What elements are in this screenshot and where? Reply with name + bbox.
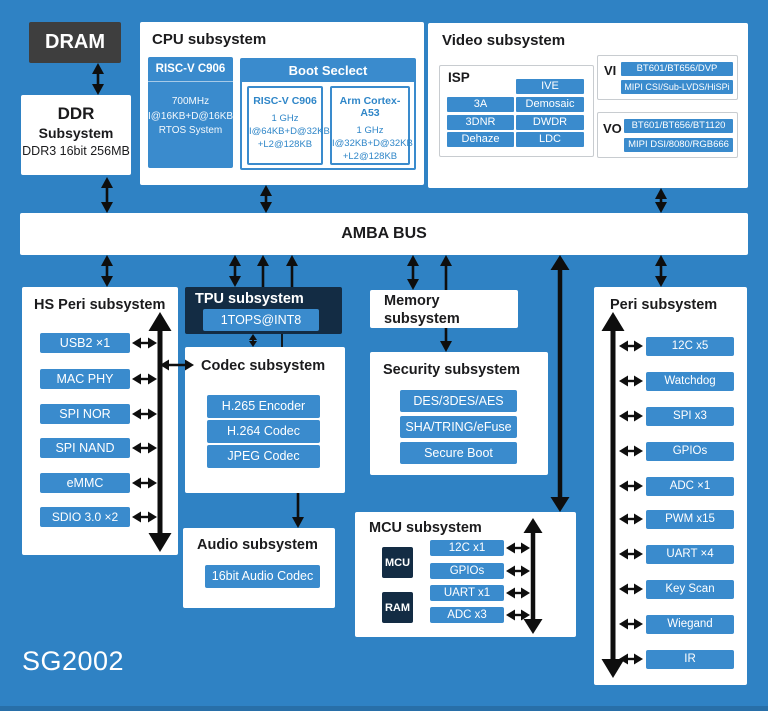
video-title: Video subsystem xyxy=(442,32,566,49)
peri-item: Wiegand xyxy=(646,615,734,634)
tpu-subsystem: TPU subsystem 1TOPS@INT8 xyxy=(185,287,342,334)
ddr-subsystem: DDR Subsystem DDR3 16bit 256MB xyxy=(21,95,131,175)
peri-item: PWM x15 xyxy=(646,510,734,529)
cpu-riscv-line: 700MHz xyxy=(171,96,210,107)
vo-label: VO xyxy=(603,121,622,136)
mcu-core-label: MCU xyxy=(384,556,411,569)
video-subsystem: Video subsystem ISP IVE 3A Demosaic 3DNR… xyxy=(428,23,748,188)
security-title: Security subsystem xyxy=(383,362,521,378)
isp-block: ISP IVE 3A Demosaic 3DNR DWDR Dehaze LDC xyxy=(439,65,594,157)
mcu-ram-label: RAM xyxy=(384,601,411,614)
boot-select-block: Boot Seclect RISC-V C906 1 GHz I@64KB+D@… xyxy=(240,58,416,170)
codec-title: Codec subsystem xyxy=(201,358,326,374)
codec-subsystem: Codec subsystem H.265 Encoder H.264 Code… xyxy=(185,347,345,493)
isp-cell: 3A xyxy=(447,97,514,112)
amba-bus-label: AMBA BUS xyxy=(341,225,427,242)
mcu-item: 12C x1 xyxy=(430,540,504,556)
codec-item: H.265 Encoder xyxy=(207,395,320,418)
peri-item: GPIOs xyxy=(646,442,734,461)
hs-peri-item: SPI NAND xyxy=(40,438,130,458)
isp-cell: LDC xyxy=(516,132,584,147)
isp-cell: IVE xyxy=(516,79,584,94)
security-item: SHA/TRING/eFuse xyxy=(400,416,517,438)
peri-item: UART ×4 xyxy=(646,545,734,564)
memory-subsystem: Memory subsystem xyxy=(370,290,518,328)
mcu-ram-block: RAM xyxy=(382,592,413,623)
ddr-subtitle: Subsystem xyxy=(38,125,114,141)
cpu-riscv-line: RTOS System xyxy=(158,125,223,136)
peri-item: SPI x3 xyxy=(646,407,734,426)
memory-title: Memory subsystem xyxy=(384,293,460,327)
cpu-riscv-line: I@16KB+D@16KB xyxy=(148,110,234,122)
security-item: DES/3DES/AES xyxy=(400,390,517,412)
mcu-core-block: MCU xyxy=(382,547,413,578)
ddr-spec: DDR3 16bit 256MB xyxy=(22,144,130,158)
security-item: Secure Boot xyxy=(400,442,517,464)
peri-subsystem: Peri subsystem 12C x5 Watchdog SPI x3 GP… xyxy=(594,287,747,685)
mcu-item: GPIOs xyxy=(430,563,504,579)
hs-peri-item: SPI NOR xyxy=(40,404,130,424)
vi-block: VI BT601/BT656/DVP MIPI CSI/Sub-LVDS/HiS… xyxy=(597,55,738,100)
dram-block: DRAM xyxy=(29,22,121,63)
vo-block: VO BT601/BT656/BT1120 MIPI DSI/8080/RGB6… xyxy=(597,112,738,158)
isp-label: ISP xyxy=(448,70,470,85)
peri-item: IR xyxy=(646,650,734,669)
bottom-edge-shade xyxy=(0,706,768,711)
hs-peri-subsystem: HS Peri subsystem USB2 ×1 MAC PHY SPI NO… xyxy=(22,287,178,555)
mcu-item: ADC x3 xyxy=(430,607,504,623)
mcu-item: UART x1 xyxy=(430,585,504,601)
vi-interface: MIPI CSI/Sub-LVDS/HiSPi xyxy=(621,80,733,94)
hs-peri-title: HS Peri subsystem xyxy=(34,297,166,313)
isp-cell: Dehaze xyxy=(447,132,514,147)
boot-core-line: I@32KB+D@32KB xyxy=(332,138,413,149)
vi-interface: BT601/BT656/DVP xyxy=(621,62,733,76)
boot-core-line: 1 GHz xyxy=(271,113,299,124)
vo-interface: BT601/BT656/BT1120 xyxy=(624,119,733,133)
hs-peri-item: eMMC xyxy=(40,473,130,493)
boot-core-title: Arm Cortex-A53 xyxy=(339,95,401,119)
boot-core-line: +L2@128KB xyxy=(342,151,398,162)
boot-select-title: Boot Seclect xyxy=(242,60,414,82)
audio-subsystem: Audio subsystem 16bit Audio Codec xyxy=(183,528,335,608)
audio-title: Audio subsystem xyxy=(197,537,318,553)
mcu-title: MCU subsystem xyxy=(369,520,482,536)
cpu-subsystem: CPU subsystem RISC-V C906 700MHz I@16KB+… xyxy=(140,22,424,185)
amba-bus: AMBA BUS xyxy=(20,213,748,255)
peri-title: Peri subsystem xyxy=(610,297,718,313)
boot-core-riscv: RISC-V C906 1 GHz I@64KB+D@32KB +L2@128K… xyxy=(247,86,330,165)
boot-core-title: RISC-V C906 xyxy=(253,95,317,107)
tpu-title: TPU subsystem xyxy=(195,291,304,307)
dram-label: DRAM xyxy=(45,31,105,53)
cpu-riscv-core: RISC-V C906 700MHz I@16KB+D@16KB RTOS Sy… xyxy=(148,57,233,168)
peri-item: 12C x5 xyxy=(646,337,734,356)
codec-item: JPEG Codec xyxy=(207,445,320,468)
chip-name: SG2002 xyxy=(22,646,125,676)
boot-core-line: 1 GHz xyxy=(356,125,384,136)
boot-core-a53: Arm Cortex-A53 1 GHz I@32KB+D@32KB +L2@1… xyxy=(330,86,413,165)
boot-core-line: +L2@128KB xyxy=(257,139,313,150)
codec-item: H.264 Codec xyxy=(207,420,320,443)
vi-label: VI xyxy=(604,63,617,78)
vo-interface: MIPI DSI/8080/RGB666 xyxy=(624,138,733,152)
peri-item: Watchdog xyxy=(646,372,734,391)
hs-peri-item: USB2 ×1 xyxy=(40,333,130,353)
cpu-title: CPU subsystem xyxy=(152,31,267,48)
peri-item: Key Scan xyxy=(646,580,734,599)
hs-peri-item: SDIO 3.0 ×2 xyxy=(40,507,130,527)
peri-item: ADC ×1 xyxy=(646,477,734,496)
boot-core-line: I@64KB+D@32KB xyxy=(249,126,330,137)
isp-cell: 3DNR xyxy=(447,115,514,130)
security-subsystem: Security subsystem DES/3DES/AES SHA/TRIN… xyxy=(370,352,548,475)
mcu-subsystem: MCU subsystem MCU RAM 12C x1 GPIOs UART … xyxy=(355,512,576,637)
isp-cell: DWDR xyxy=(516,115,584,130)
isp-cell: Demosaic xyxy=(516,97,584,112)
audio-item: 16bit Audio Codec xyxy=(205,565,320,588)
cpu-riscv-title: RISC-V C906 xyxy=(148,57,233,82)
tpu-item: 1TOPS@INT8 xyxy=(203,309,319,331)
hs-peri-item: MAC PHY xyxy=(40,369,130,389)
ddr-title: DDR xyxy=(57,104,95,123)
